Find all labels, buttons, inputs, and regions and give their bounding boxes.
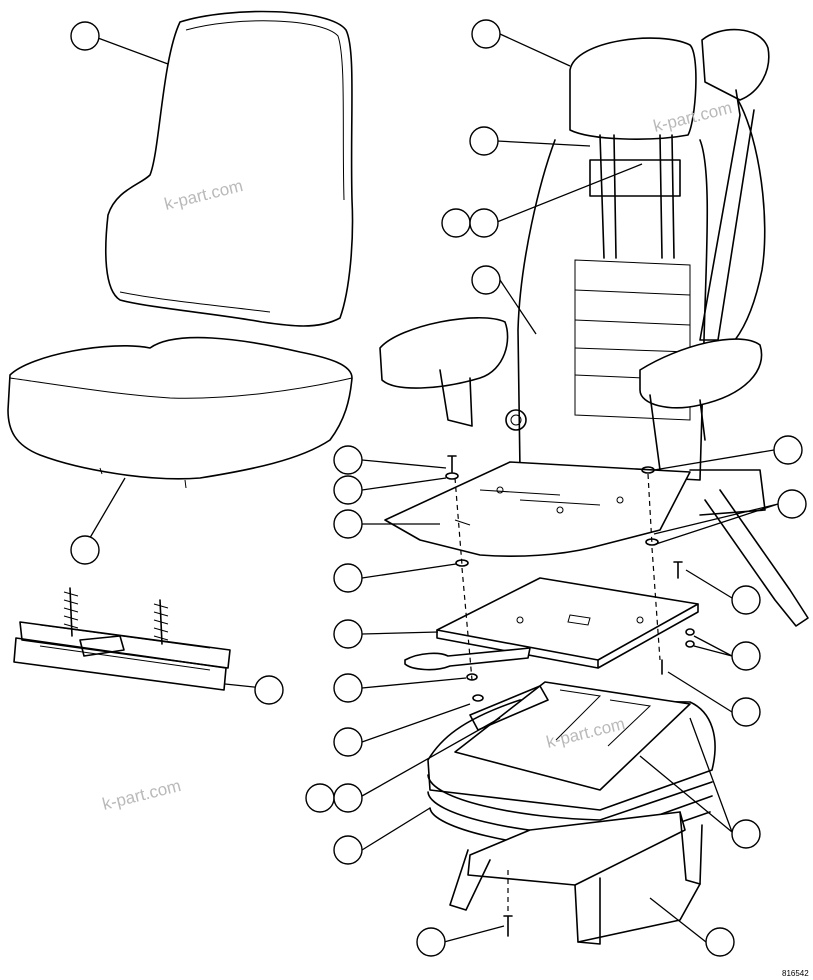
watermark: k-part.com [100, 776, 183, 814]
mounting-riser [449, 811, 703, 945]
seat-spring-rail [13, 587, 231, 691]
leader-lines [83, 33, 779, 943]
alignment-lines [454, 473, 661, 915]
seat-bottom-cushion [7, 336, 353, 489]
figure-code: 816542 [782, 969, 809, 978]
seat-back-frame [379, 28, 809, 627]
seat-back-cushion [105, 10, 354, 327]
watermark: k-part.com [162, 176, 245, 214]
callout-bubbles [70, 19, 807, 957]
suspension-unit [427, 681, 716, 851]
mounting-plate [404, 577, 699, 671]
seat-pan [384, 461, 691, 557]
